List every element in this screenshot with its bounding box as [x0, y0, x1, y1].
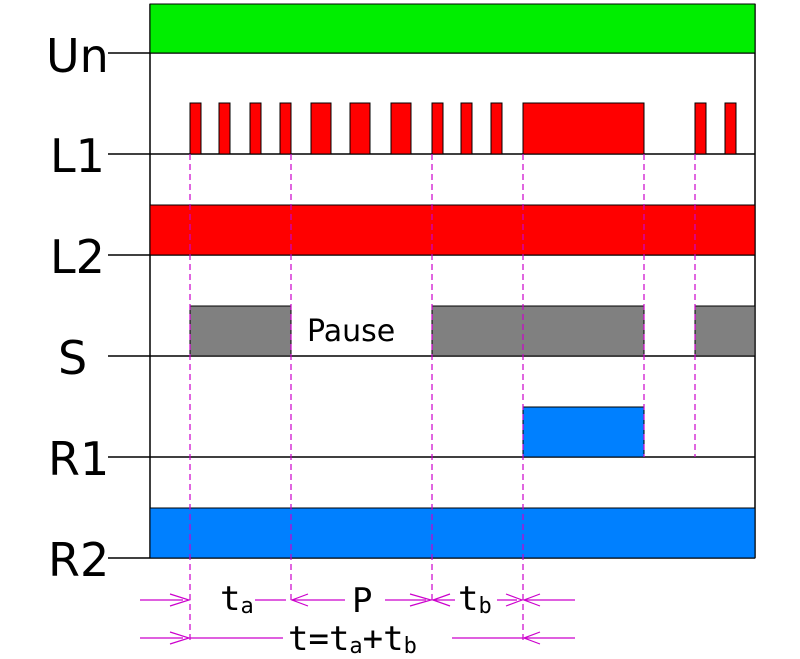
row-1-labels: ta P tb — [220, 579, 492, 621]
l1-pulse — [249, 102, 262, 155]
l1-pulse — [279, 102, 292, 155]
l1-pulse-long — [522, 102, 645, 155]
l2-bar — [149, 204, 756, 256]
signal-labels: Un L1 L2 S R1 R2 — [46, 29, 109, 587]
label-l2: L2 — [50, 230, 105, 284]
label-r2: R2 — [48, 533, 109, 587]
dimension-row-1 — [140, 593, 575, 607]
r2-bar — [149, 507, 756, 559]
l1-pulses — [189, 102, 737, 155]
s-bars — [189, 305, 756, 357]
formula-label: t=ta+tb — [288, 619, 417, 659]
pause-label: Pause — [307, 314, 395, 349]
s-bar — [694, 305, 756, 357]
p-label: P — [352, 581, 372, 621]
l1-pulse — [431, 102, 444, 155]
l1-pulse — [349, 102, 371, 155]
label-l1: L1 — [50, 129, 105, 183]
dimension-row-2 — [140, 631, 575, 645]
label-un: Un — [46, 29, 109, 83]
ta-label: ta — [220, 579, 254, 619]
l1-pulse — [310, 102, 332, 155]
un-bar — [149, 3, 756, 54]
label-s: S — [58, 331, 87, 385]
s-bar — [189, 305, 292, 357]
l1-pulse — [390, 102, 412, 155]
l1-pulse — [724, 102, 737, 155]
tb-label: tb — [458, 579, 492, 619]
l1-pulse — [189, 102, 202, 155]
l1-pulse — [218, 102, 231, 155]
s-bar — [431, 305, 645, 357]
guide-lines — [189, 154, 696, 640]
l1-pulse — [694, 102, 707, 155]
label-r1: R1 — [48, 432, 109, 486]
r1-bar — [522, 406, 645, 458]
l1-pulse — [460, 102, 473, 155]
l1-pulse — [490, 102, 503, 155]
